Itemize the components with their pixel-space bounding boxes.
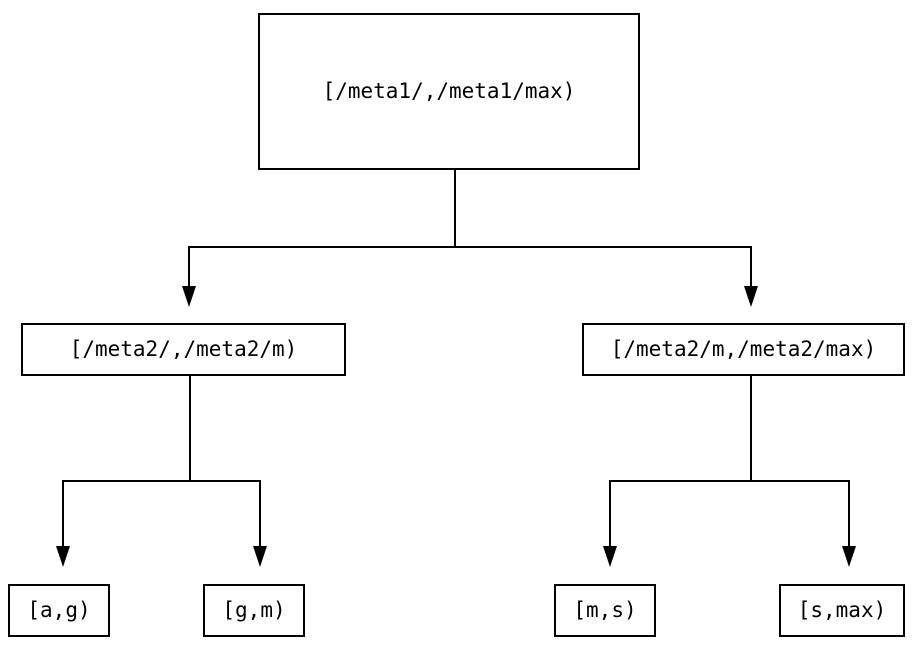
edge-root-to-children [182, 169, 758, 307]
tree-node-leaf-ms-label: [m,s) [573, 598, 637, 622]
arrowhead-leaf-smax-icon [842, 546, 856, 567]
tree-node-leaf-smax: [s,max) [779, 584, 905, 637]
tree-node-root-label: [/meta1/,/meta1/max) [322, 79, 576, 103]
arrowhead-mid-left-icon [182, 286, 196, 307]
arrowhead-leaf-gm-icon [253, 546, 267, 567]
tree-node-mid-left-label: [/meta2/,/meta2/m) [69, 337, 298, 361]
tree-node-leaf-ag: [a,g) [8, 584, 110, 637]
tree-node-leaf-gm: [g,m) [203, 584, 305, 637]
tree-node-mid-right-label: [/meta2/m,/meta2/max) [610, 337, 877, 361]
arrowhead-leaf-ms-icon [603, 546, 617, 567]
tree-node-leaf-ag-label: [a,g) [27, 598, 91, 622]
tree-node-mid-right: [/meta2/m,/meta2/max) [582, 323, 905, 376]
edge-mid-left-to-children [56, 376, 267, 567]
tree-node-leaf-smax-label: [s,max) [797, 598, 887, 622]
tree-node-mid-left: [/meta2/,/meta2/m) [21, 323, 346, 376]
tree-node-leaf-gm-label: [g,m) [222, 598, 286, 622]
arrowhead-mid-right-icon [744, 286, 758, 307]
arrowhead-leaf-ag-icon [56, 546, 70, 567]
tree-node-root: [/meta1/,/meta1/max) [258, 13, 640, 170]
tree-node-leaf-ms: [m,s) [554, 584, 656, 637]
edge-mid-right-to-children [603, 376, 856, 567]
